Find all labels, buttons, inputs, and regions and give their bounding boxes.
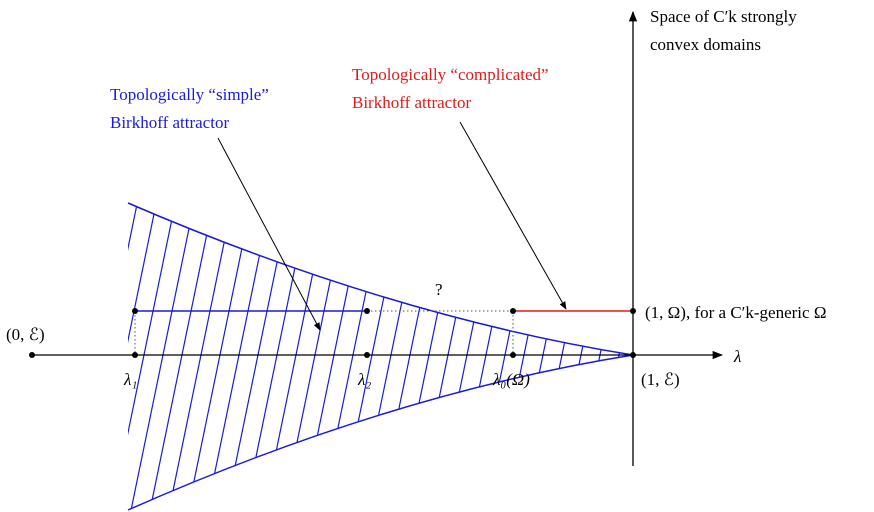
hatch-line	[413, 203, 485, 510]
hatch-line	[584, 203, 633, 510]
hatch-line	[166, 203, 238, 510]
hatch-line	[318, 203, 390, 510]
hatch-line	[204, 203, 276, 510]
hatch-line	[432, 203, 504, 510]
hatch-line	[489, 203, 561, 510]
hatch-line	[261, 203, 333, 510]
complicated-annotation-arrow	[459, 121, 567, 310]
horizontal-axis-label: λ	[733, 347, 741, 366]
points	[29, 308, 636, 358]
hatch-line	[356, 203, 428, 510]
hatch-line	[603, 203, 633, 510]
hatch-line	[337, 203, 409, 510]
complicated-annotation-line1: Topologically “complicated”	[352, 65, 549, 84]
end-axis-point	[630, 352, 636, 358]
hatched-region	[15, 180, 633, 512]
lambda2-point	[364, 352, 370, 358]
vertical-axis-label-line2: convex domains	[650, 35, 761, 54]
hatch-line	[128, 203, 162, 510]
hatch-line	[508, 203, 580, 510]
end-omega-point	[630, 308, 636, 314]
simple-annotation-line2: Birkhoff attractor	[110, 113, 229, 132]
lambda0-label: λ₀(Ω)	[492, 370, 530, 389]
upper-boundary-curve	[127, 202, 634, 356]
hatch-line	[147, 203, 219, 510]
lambda1-label: λ₁	[123, 370, 137, 389]
question-label: ?	[435, 280, 443, 299]
hatch-line	[15, 180, 85, 512]
origin-point	[29, 352, 35, 358]
simple-annotation-line1: Topologically “simple”	[110, 85, 269, 104]
lambda1-level-point	[132, 308, 138, 314]
hatch-line	[242, 203, 314, 510]
lambda0-level-point	[510, 308, 516, 314]
hatch-line	[375, 203, 447, 510]
end-omega-label: (1, Ω), for a C′k-generic Ω	[645, 303, 826, 322]
hatch-line	[223, 203, 295, 510]
lambda1-point	[132, 352, 138, 358]
hatch-line	[128, 203, 181, 510]
hatch-line	[280, 203, 352, 510]
lambda2-level-point	[364, 308, 370, 314]
end-axis-label: (1, ℰ)	[641, 370, 680, 389]
hatch-line	[53, 180, 123, 512]
hatch-line	[451, 203, 523, 510]
lambda2-label: λ₂	[357, 370, 371, 389]
hatch-line	[299, 203, 371, 510]
lower-boundary-curve	[127, 354, 634, 511]
hatch-line	[128, 203, 143, 510]
hatch-line	[128, 203, 200, 510]
lambda0-point	[510, 352, 516, 358]
hatch-line	[470, 203, 542, 510]
origin-label: (0, ℰ)	[6, 325, 45, 344]
vertical-axis-label-line1: Space of C′k strongly	[650, 7, 797, 26]
hatch-line	[527, 203, 599, 510]
hatch-line	[394, 203, 466, 510]
hatch-line	[34, 180, 104, 512]
complicated-annotation-line2: Birkhoff attractor	[352, 93, 471, 112]
hatch-line	[565, 203, 633, 510]
simple-annotation-arrow	[217, 137, 321, 331]
